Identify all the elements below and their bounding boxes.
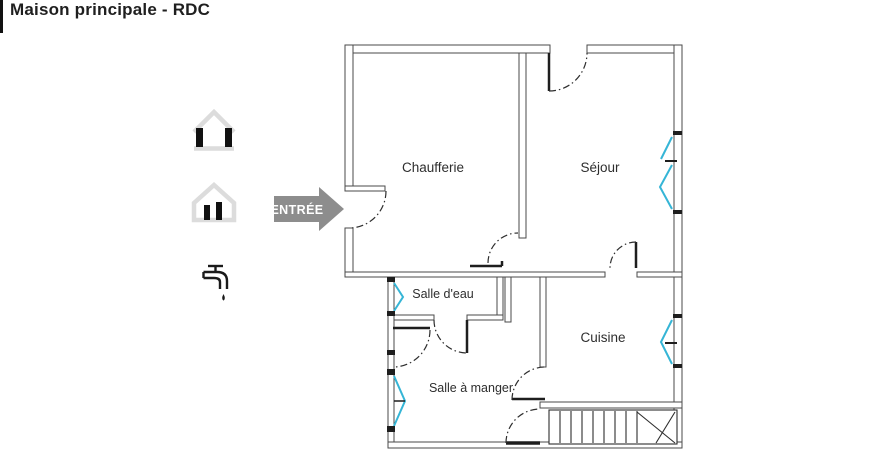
house-upper-floor-icon[interactable] (192, 108, 236, 151)
stairs-winder-line (655, 411, 676, 444)
entrance-arrow-shape (274, 187, 344, 231)
stairs (548, 409, 678, 445)
door-arc-stairs (505, 408, 541, 444)
room-labels: Chaufferie Séjour Salle d'eau Cuisine Sa… (402, 160, 626, 395)
window-sejour-right (658, 131, 682, 214)
page-edge-mark (0, 0, 3, 33)
door-leaves (393, 53, 638, 445)
windows (387, 131, 682, 432)
entrance-arrow-label: ENTRÉE (270, 202, 323, 217)
door-swing-arcs (348, 52, 637, 444)
room-label-chaufferie: Chaufferie (402, 160, 464, 175)
water-drop-icon (222, 294, 225, 301)
entrance-arrow: ENTRÉE (270, 187, 344, 231)
window-cuisine-right (659, 314, 682, 368)
door-arc-sejour-top (548, 52, 588, 92)
window-salle-a-manger-left (387, 350, 407, 432)
house-ground-floor-icon[interactable] (191, 181, 237, 223)
walls (344, 44, 683, 449)
room-label-salle-a-manger: Salle à manger (429, 381, 513, 395)
faucet-icon[interactable] (202, 264, 229, 301)
stairs-winder-line (636, 411, 676, 444)
room-label-cuisine: Cuisine (580, 330, 625, 345)
room-label-sejour: Séjour (580, 160, 620, 175)
room-label-salle-deau: Salle d'eau (412, 287, 474, 301)
door-arc-entrance (348, 190, 387, 229)
door-arc-sejour-bottom (609, 241, 637, 269)
door-arc-chaufferie (487, 232, 519, 264)
door-arc-cuisine (511, 366, 546, 401)
door-arc-salle-deau (433, 319, 468, 354)
door-arc-salle-a-manger (392, 329, 431, 368)
window-salle-deau-left (387, 277, 405, 316)
page-title: Maison principale - RDC (10, 0, 211, 19)
